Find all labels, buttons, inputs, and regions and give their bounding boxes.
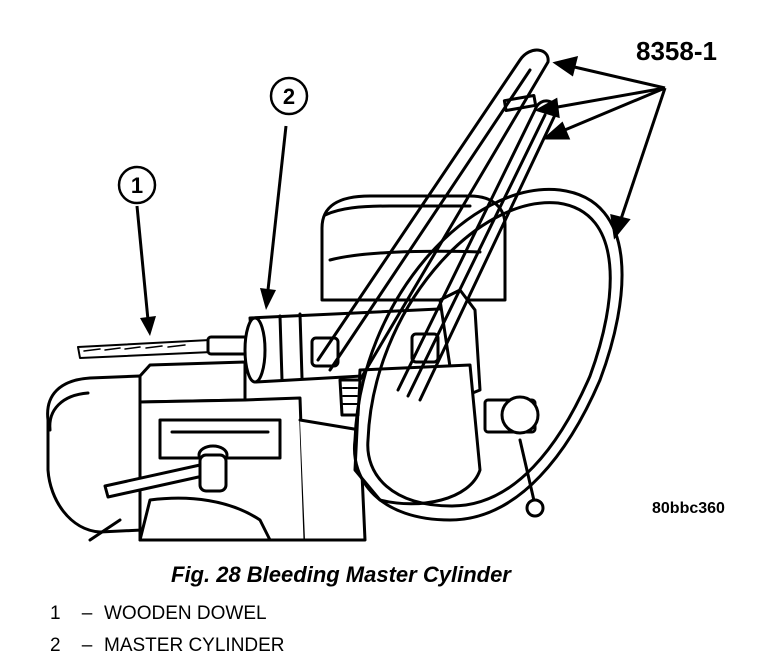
legend-number: 1	[50, 603, 61, 624]
legend-dash: –	[81, 635, 93, 656]
legend-item-2: 2 – MASTER CYLINDER	[50, 630, 285, 662]
legend-label: WOODEN DOWEL	[104, 603, 267, 624]
callout-2: 2	[260, 76, 309, 310]
legend-label: MASTER CYLINDER	[104, 635, 285, 656]
figure-code: 80bbc360	[652, 500, 725, 517]
master-cylinder-illustration: 1 2	[46, 48, 667, 542]
figure-caption: Fig. 28 Bleeding Master Cylinder	[171, 562, 511, 587]
part-number-label: 8358-1	[636, 36, 717, 66]
svg-text:2: 2	[283, 84, 295, 109]
wooden-dowel	[77, 335, 255, 359]
bench-vise	[46, 360, 367, 542]
legend-dash: –	[81, 603, 93, 624]
legend: 1 – WOODEN DOWEL 2 – MASTER CYLINDER	[50, 598, 285, 662]
part-number-leaders	[534, 55, 667, 240]
svg-text:1: 1	[131, 173, 143, 198]
legend-item-1: 1 – WOODEN DOWEL	[50, 598, 285, 630]
callout-1: 1	[117, 165, 157, 336]
legend-number: 2	[50, 635, 61, 656]
